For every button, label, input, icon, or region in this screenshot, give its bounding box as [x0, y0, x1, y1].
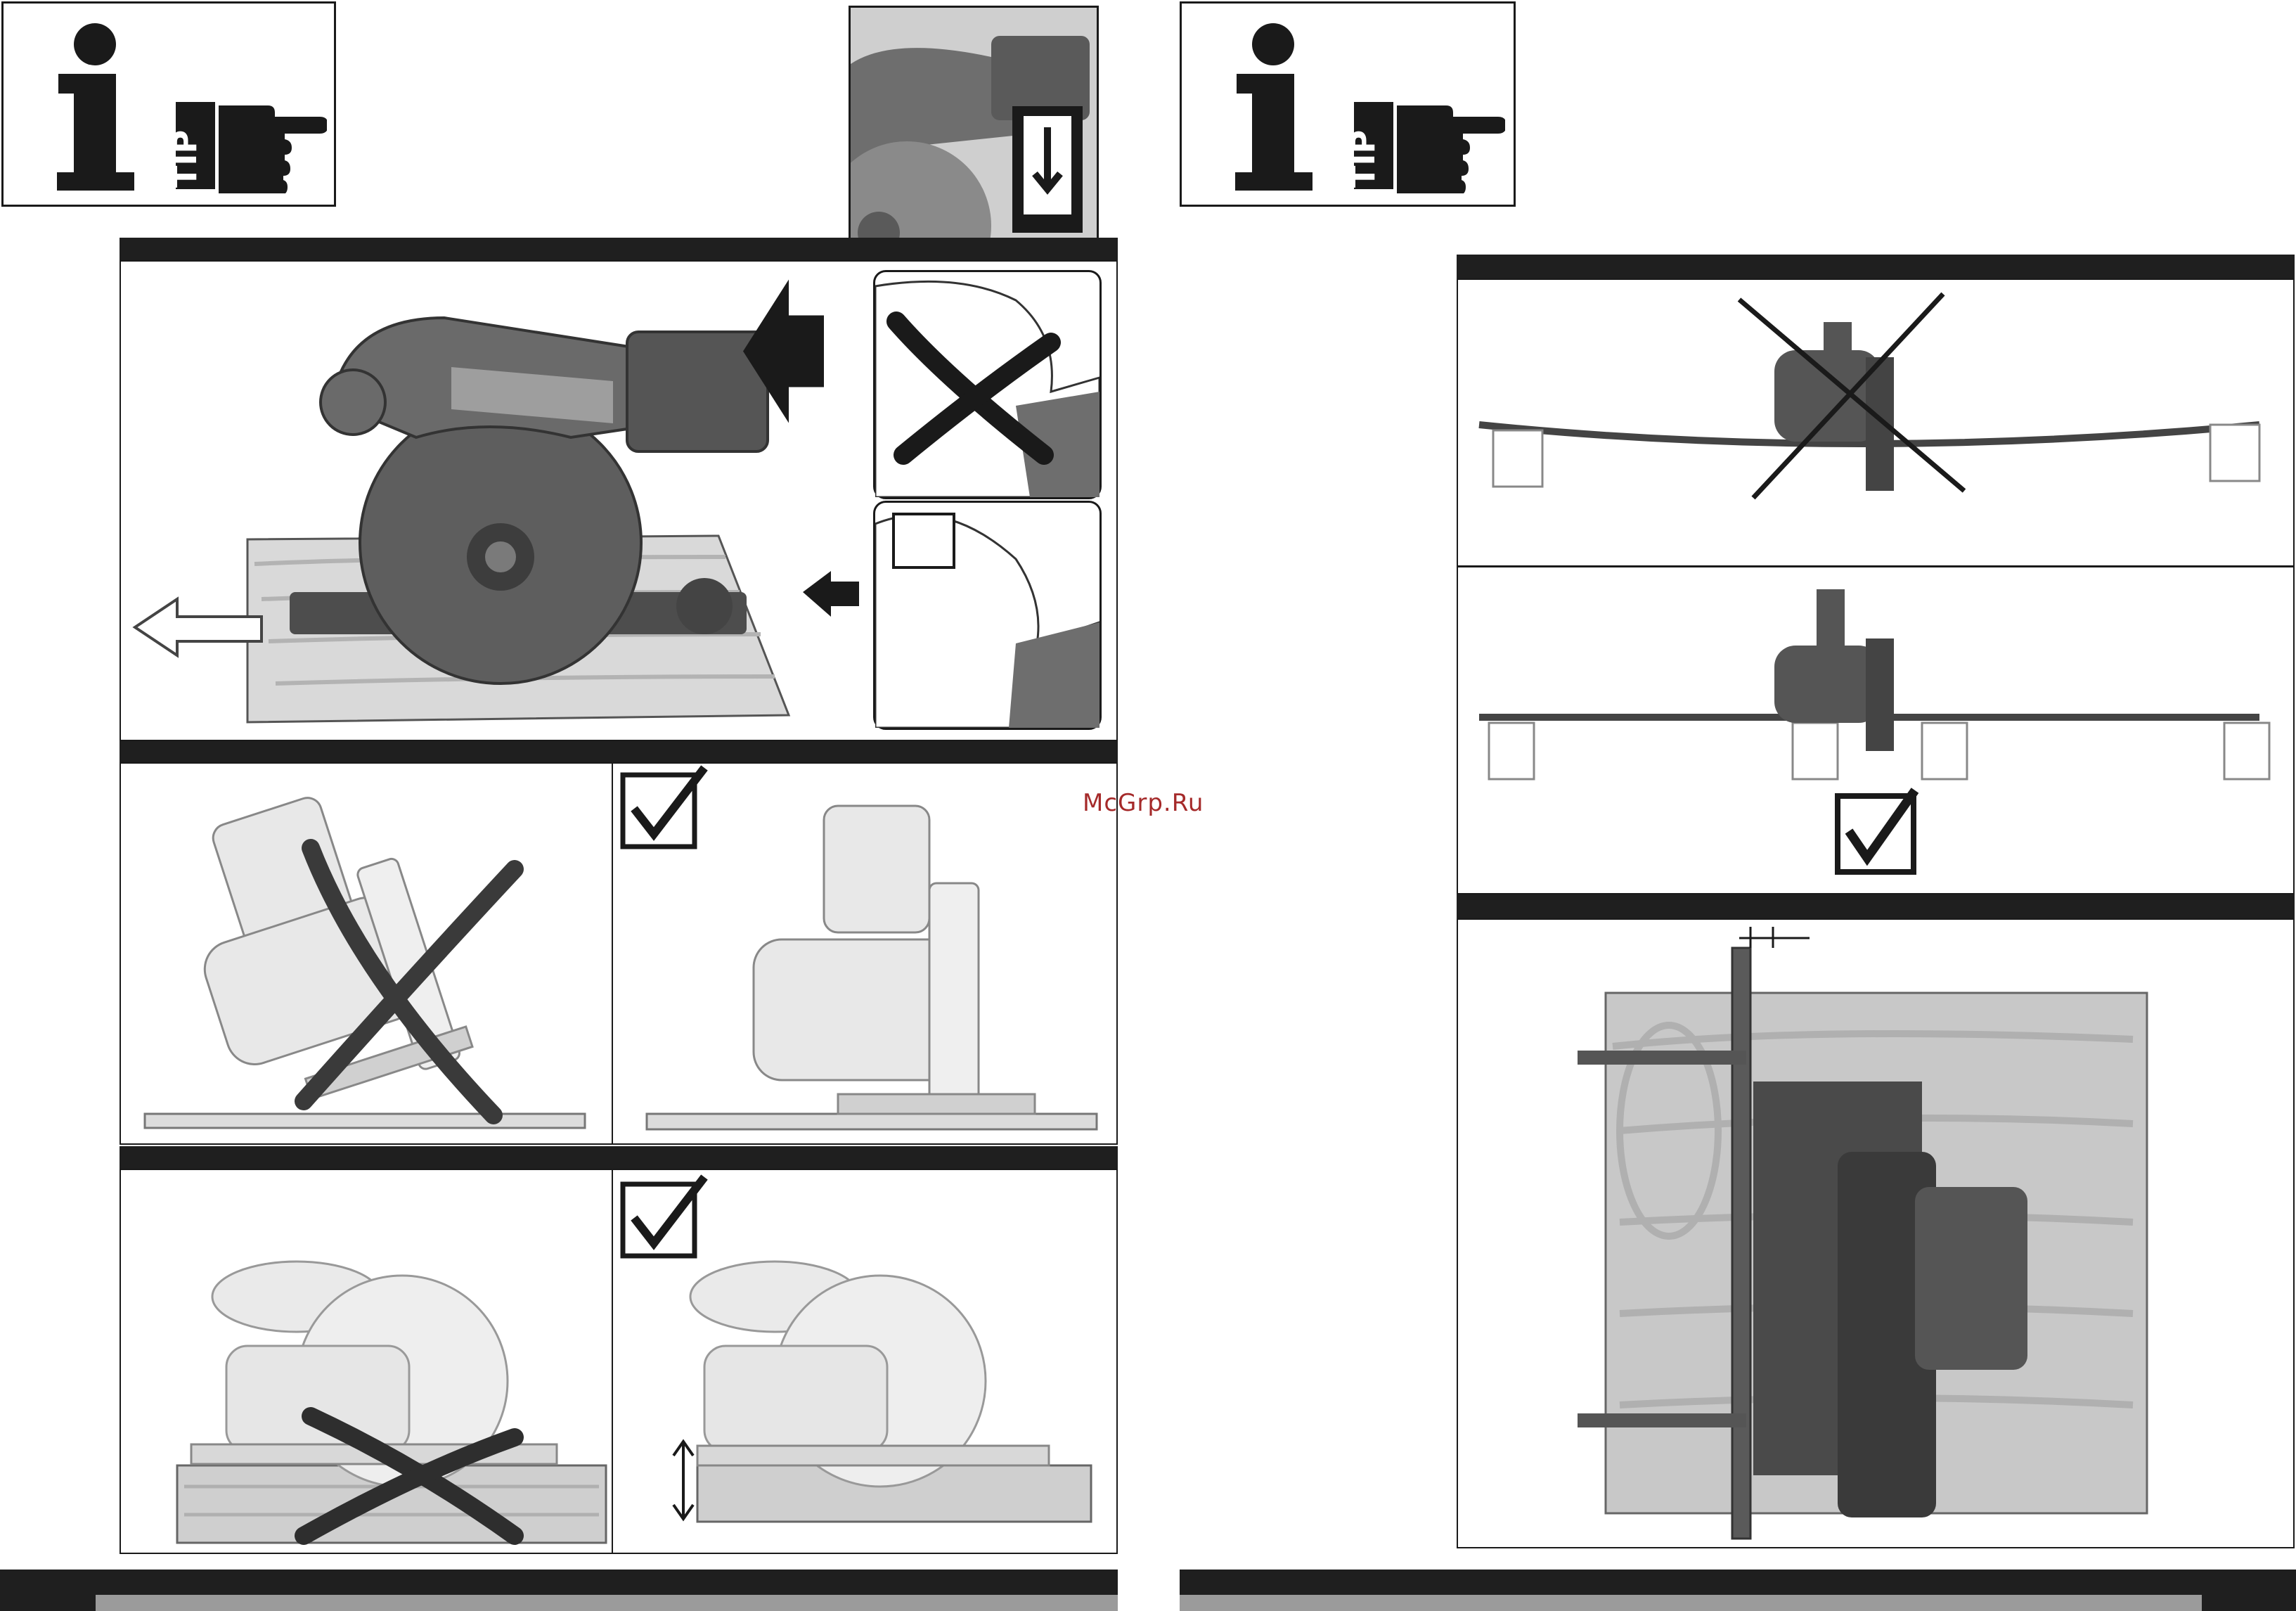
- feed-arrow-icon: [135, 599, 262, 655]
- inset-correct-grip: [873, 501, 1102, 730]
- tip-badge-right: TIP: [1180, 1, 1516, 207]
- check-box: [894, 514, 954, 567]
- section-bar-2: [120, 741, 1118, 764]
- section-bar-right-1: [1457, 255, 2295, 280]
- tip-label: TIP: [172, 130, 204, 188]
- pointing-hand-icon: TIP: [1350, 95, 1505, 193]
- section-bar-right-2: [1457, 894, 2295, 920]
- dimension-icon: [673, 1442, 693, 1519]
- figure-saw-tilt-wrong: [120, 762, 613, 1145]
- pointing-hand-icon: TIP: [172, 95, 327, 193]
- section-bar-3: [120, 1146, 1118, 1170]
- footer-strip-right: [1180, 1595, 2202, 1611]
- inset-battery-image: [849, 6, 1099, 252]
- dimension-icon: [1739, 927, 1810, 948]
- inset-wrong-grip: [873, 270, 1102, 499]
- figure-cut-depth-correct: [612, 1169, 1118, 1554]
- figure-guide-rail-clamp: [1457, 918, 2295, 1548]
- figure-cut-depth-wrong: [120, 1169, 613, 1554]
- watermark-text: McGrp.Ru: [1083, 789, 1204, 817]
- figure-saw-blade-direction: [120, 260, 1118, 741]
- section-bar-1: [120, 238, 1118, 262]
- footer-strip-left: [96, 1595, 1118, 1611]
- tip-badge-left: TIP: [1, 1, 336, 207]
- figure-saw-tilt-correct: [612, 762, 1118, 1145]
- figure-workpiece-support: [1457, 278, 2295, 894]
- tip-label: TIP: [1350, 130, 1382, 188]
